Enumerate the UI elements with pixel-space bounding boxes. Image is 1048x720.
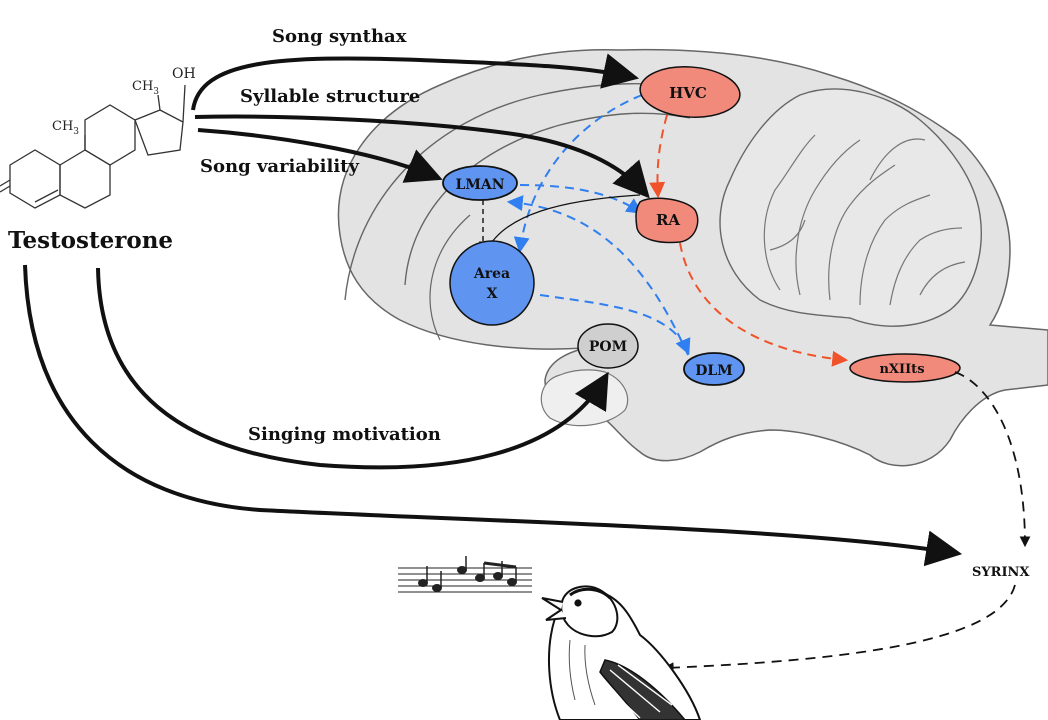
bird-beak-lower bbox=[545, 609, 567, 621]
hvc-nucleus bbox=[639, 66, 741, 118]
ra-nucleus bbox=[635, 197, 699, 244]
dlm-label: DLM bbox=[695, 363, 732, 379]
bird-beak-upper bbox=[541, 597, 564, 611]
ring-b bbox=[59, 149, 111, 209]
oh-label: OH bbox=[172, 66, 196, 82]
path-ra-nxiits bbox=[679, 242, 849, 367]
testosterone-label: Testosterone bbox=[8, 227, 173, 254]
arrow-to-ra bbox=[194, 114, 650, 199]
music-notes-icon bbox=[398, 556, 532, 593]
area-x-nucleus bbox=[449, 240, 535, 326]
bird-cap bbox=[569, 587, 612, 600]
cerebellum-folia bbox=[763, 134, 966, 306]
internal-pathways bbox=[478, 94, 849, 367]
peripheral-pathways bbox=[662, 371, 1031, 674]
methyl-bond-top bbox=[157, 94, 161, 111]
ring-c bbox=[84, 104, 136, 166]
hvc-label: HVC bbox=[669, 84, 707, 102]
lman-nucleus bbox=[442, 165, 518, 201]
pom-label: POM bbox=[589, 339, 627, 355]
path-syrinx-bird bbox=[662, 584, 1016, 674]
area-x-label-line2: X bbox=[487, 286, 498, 302]
arrow-to-hvc bbox=[191, 53, 640, 111]
ring-d bbox=[134, 109, 184, 156]
area-x-label-line1: Area bbox=[473, 266, 510, 282]
syrinx-label: SYRINX bbox=[972, 565, 1030, 580]
oh-bond bbox=[182, 84, 186, 123]
brain-fold-lower bbox=[429, 214, 471, 341]
ch3-top-label: CH3 bbox=[132, 79, 159, 97]
ring-a bbox=[9, 149, 61, 209]
path-hvc-ra bbox=[649, 114, 668, 199]
nuclei: HVC RA LMAN Area X POM DLM nXIIts bbox=[442, 66, 961, 386]
testosterone-molecule-icon bbox=[0, 84, 186, 209]
path-nxiits-syrinx bbox=[954, 371, 1031, 548]
nxiits-nucleus bbox=[849, 353, 961, 383]
lman-label: LMAN bbox=[456, 177, 505, 193]
ketone-bond-2 bbox=[0, 185, 11, 193]
hormone-arrows bbox=[23, 53, 963, 567]
arrow-to-lman bbox=[197, 128, 443, 183]
arrow-to-syrinx bbox=[23, 264, 963, 567]
bird-breast-lines bbox=[568, 639, 596, 706]
path-lman-ra bbox=[519, 184, 643, 214]
nxiits-label: nXIIts bbox=[879, 362, 924, 377]
hypothalamus-lobe bbox=[540, 369, 629, 427]
dlm-nucleus bbox=[683, 352, 745, 386]
arrow-to-pom bbox=[96, 267, 609, 470]
bird-eye bbox=[574, 599, 582, 607]
songbird-icon bbox=[541, 585, 702, 720]
path-dlm-lman bbox=[506, 195, 689, 356]
double-bond bbox=[34, 189, 59, 203]
path-areax-dlm bbox=[539, 294, 691, 355]
song-syntax-label: Song synthax bbox=[272, 26, 407, 47]
pom-nucleus bbox=[577, 323, 639, 369]
ketone-bond bbox=[0, 179, 11, 187]
ra-label: RA bbox=[656, 211, 680, 229]
syllable-structure-label: Syllable structure bbox=[240, 86, 420, 107]
ch3-left-label: CH3 bbox=[52, 119, 79, 137]
song-variability-label: Song variability bbox=[200, 156, 359, 177]
singing-motivation-label: Singing motivation bbox=[248, 424, 441, 445]
cerebellum bbox=[719, 88, 982, 327]
bird-wing-lines bbox=[599, 664, 673, 719]
brain-fold-inner bbox=[404, 112, 691, 286]
